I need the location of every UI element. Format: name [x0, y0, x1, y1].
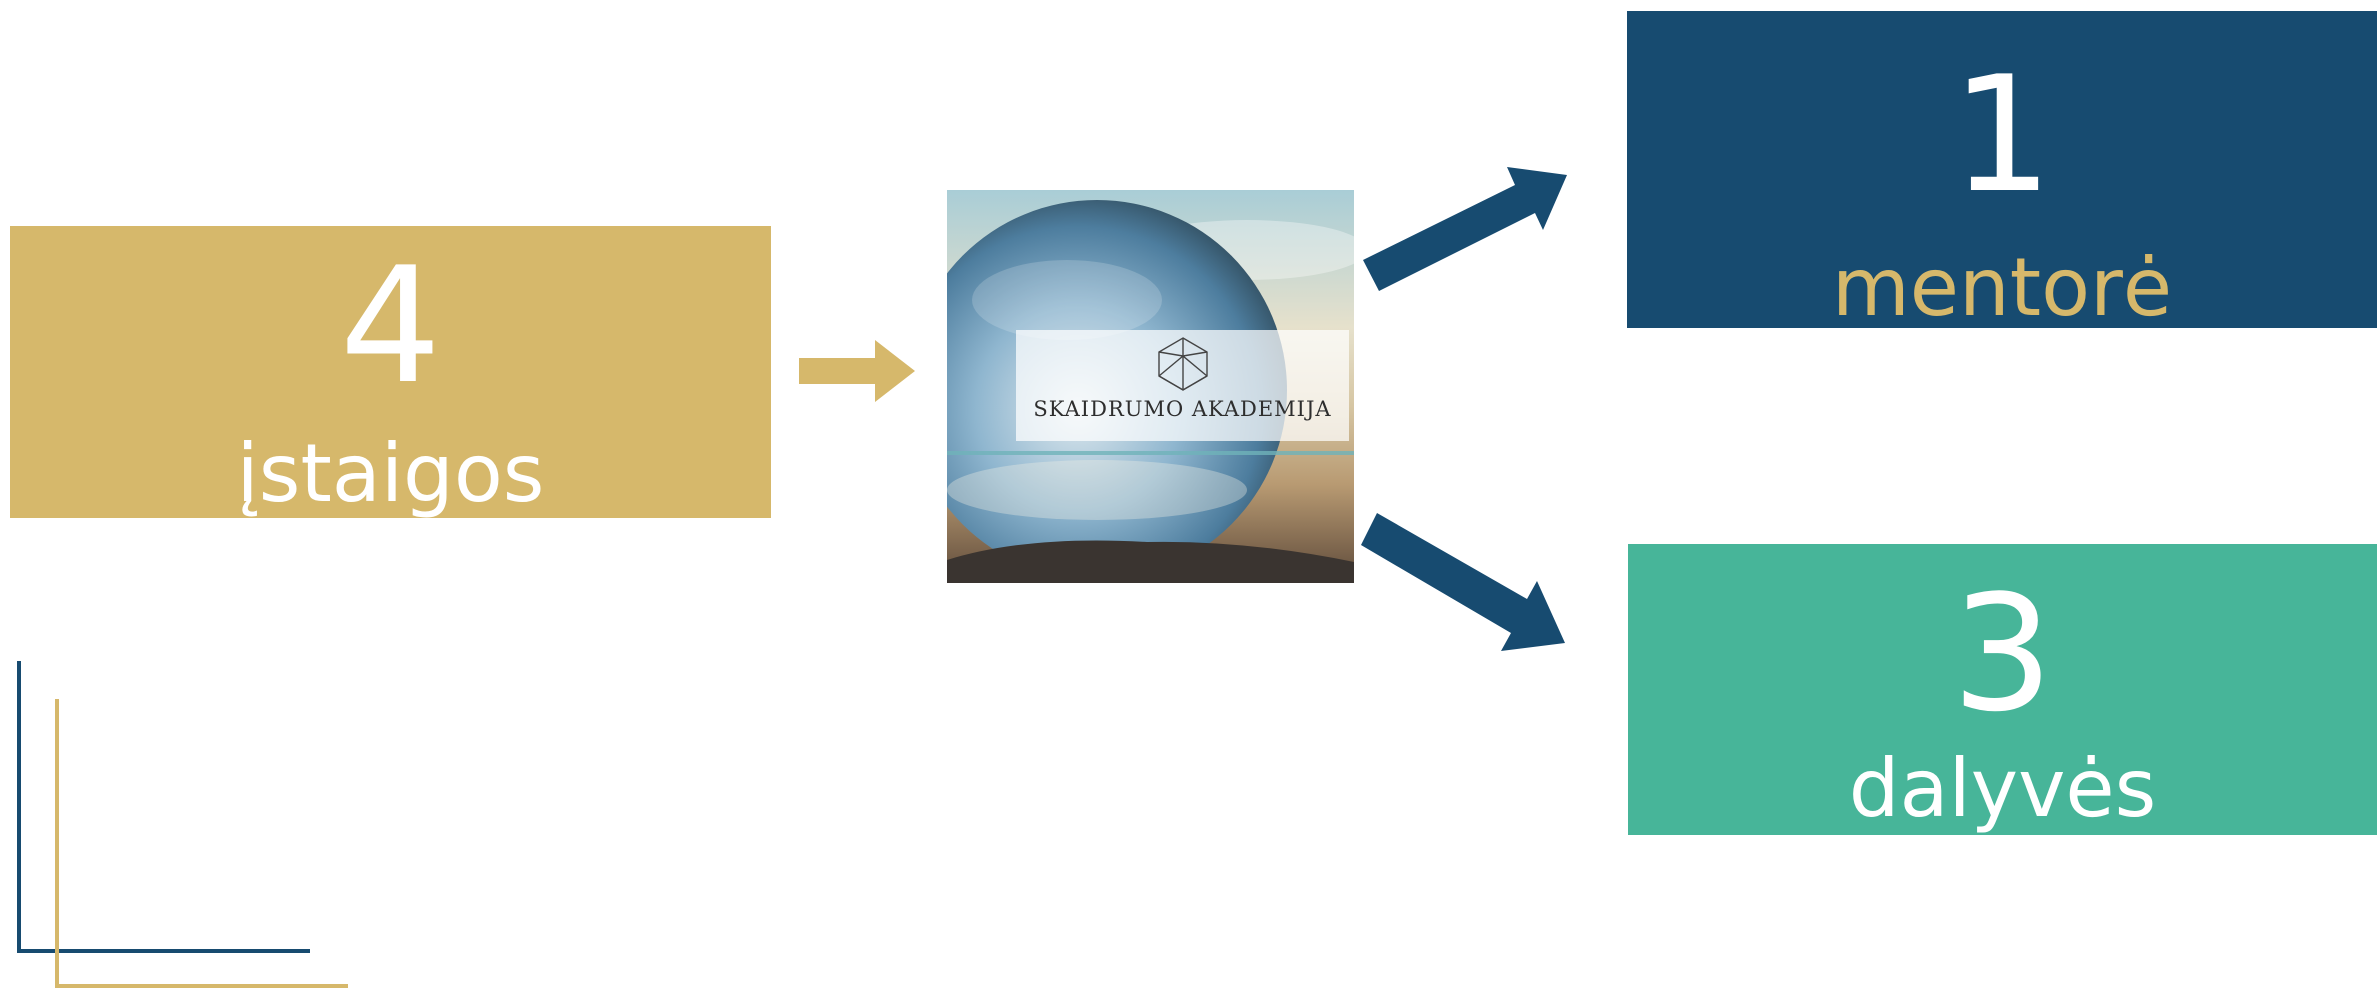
academy-name: SKAIDRUMO AKADEMIJA — [1033, 397, 1332, 421]
participants-box: 3 dalyvės — [1628, 544, 2377, 835]
institutions-label: įstaigos — [236, 427, 545, 518]
institutions-count: 4 — [339, 232, 442, 419]
academy-picture: SKAIDRUMO AKADEMIJA — [947, 190, 1354, 583]
corner-lines-decoration — [17, 661, 348, 988]
mentors-box: 1 mentorė — [1627, 11, 2377, 328]
institutions-box: 4 įstaigos — [10, 226, 771, 518]
arrow-to-mentors-icon — [1363, 167, 1567, 291]
participants-label: dalyvės — [1848, 742, 2157, 835]
mentors-label: mentorė — [1831, 241, 2173, 328]
mentors-count: 1 — [1951, 41, 2053, 228]
polyhedron-icon — [1158, 337, 1208, 391]
participants-count: 3 — [1951, 560, 2054, 747]
arrow-to-participants-icon — [1361, 513, 1565, 651]
arrow-to-academy-icon — [799, 340, 915, 402]
